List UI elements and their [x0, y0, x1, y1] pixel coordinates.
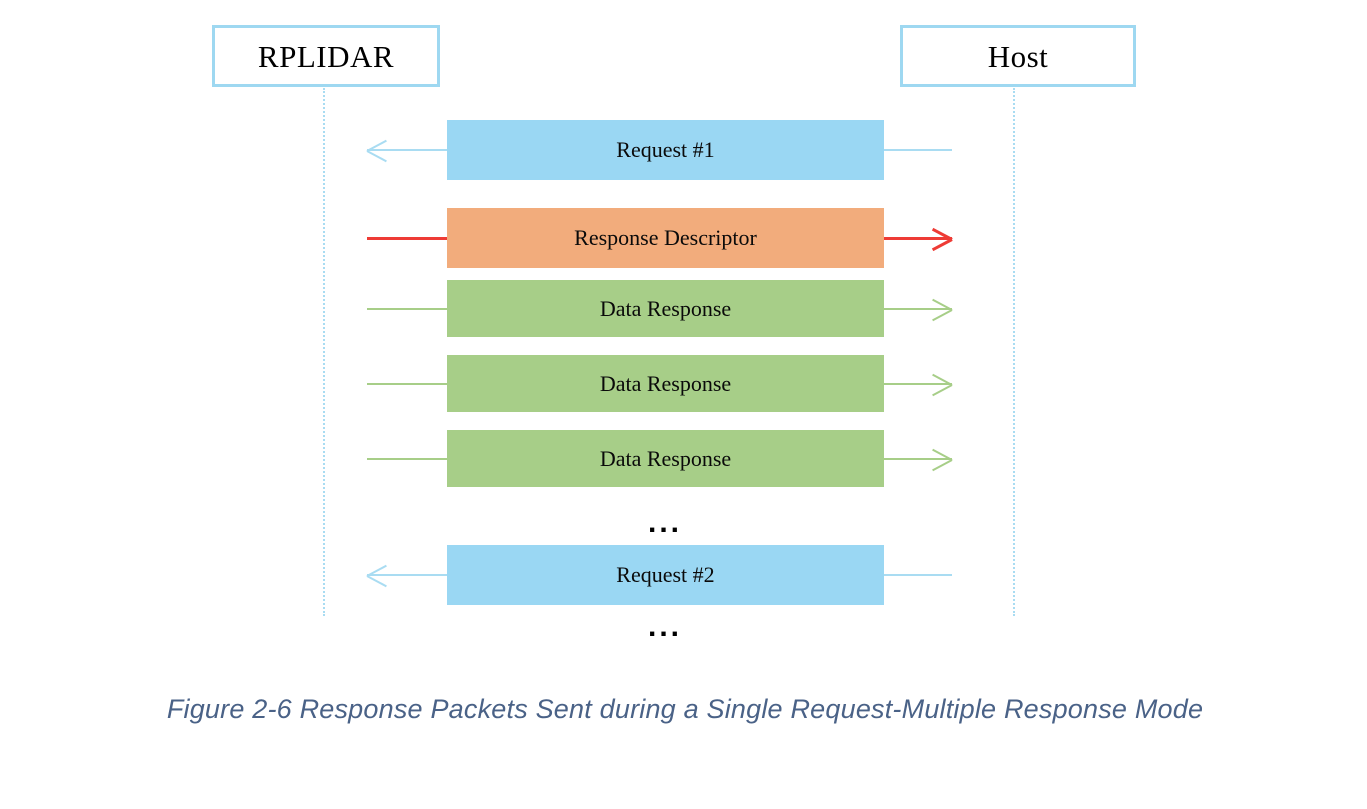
- message-label: Response Descriptor: [574, 225, 757, 250]
- message-label: Request #2: [616, 562, 715, 587]
- message-bar-data-response-2[interactable]: Data Response: [447, 355, 884, 412]
- message-bar-data-response-1[interactable]: Data Response: [447, 280, 884, 337]
- message-bar-request-1[interactable]: Request #1: [447, 120, 884, 180]
- lifeline-rplidar: [323, 88, 325, 616]
- message-line-left: [367, 457, 449, 460]
- message-line-right: [882, 236, 952, 240]
- message-line-right: [882, 457, 952, 460]
- message-line-right: [882, 382, 952, 385]
- message-line-right: [882, 574, 952, 576]
- participant-label-host: Host: [987, 38, 1049, 74]
- message-line-left: [367, 574, 449, 576]
- message-line-right: [882, 149, 952, 151]
- message-label: Data Response: [599, 445, 732, 471]
- message-line-left: [367, 236, 449, 240]
- message-label: Data Response: [599, 370, 732, 396]
- message-line-right: [882, 307, 952, 310]
- message-line-left: [367, 149, 449, 151]
- message-bar-response-descriptor[interactable]: Response Descriptor: [447, 208, 884, 268]
- message-line-left: [367, 307, 449, 310]
- message-bar-request-2[interactable]: Request #2: [447, 545, 884, 605]
- message-bar-data-response-3[interactable]: Data Response: [447, 430, 884, 487]
- figure-caption-line-2: Mode: [1134, 694, 1204, 724]
- message-label: Data Response: [599, 295, 732, 321]
- ellipsis-lower: ...: [647, 610, 682, 643]
- message-label: Request #1: [616, 137, 715, 162]
- participant-box-rplidar: RPLIDAR: [212, 25, 440, 87]
- participant-box-host: Host: [900, 25, 1136, 87]
- ellipsis-upper: ...: [647, 506, 682, 539]
- lifeline-host: [1013, 88, 1015, 616]
- figure-caption: Figure 2-6 Response Packets Sent during …: [60, 688, 1310, 731]
- message-line-left: [367, 382, 449, 385]
- participant-label-rplidar: RPLIDAR: [257, 38, 395, 74]
- figure-caption-line-1: Figure 2-6 Response Packets Sent during …: [166, 694, 1128, 724]
